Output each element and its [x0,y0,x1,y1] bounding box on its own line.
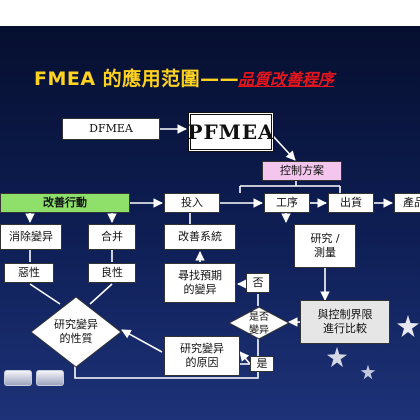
product-box: 產品 [394,193,420,213]
yes-label-box: 是 [250,356,274,372]
line-malignant-nature [29,283,61,305]
process-box: 工序 [264,193,310,213]
is-variation-diamond [228,306,290,340]
find-expected-box: 尋找預期 的變异 [164,263,236,303]
study-cause-box: 研究變异 的原因 [164,336,240,376]
slide-title: FMEA 的應用范圍—— 品質改善程序 [0,64,420,94]
eliminate-variation-box: 消除變异 [0,224,62,250]
star-icon [326,346,348,368]
arrow-cause-nature [121,329,163,353]
benign-box: 良性 [88,263,136,283]
nav-button-next[interactable] [36,370,64,386]
arrow-yes-cause [239,351,251,365]
dfmea-box: DFMEA [62,118,160,140]
study-measure-box: 研究 / 測量 [294,224,356,268]
star-icon [397,315,419,337]
title-sub: 品質改善程序 [238,70,335,89]
improve-action-box: 改善行動 [0,193,130,213]
improve-system-box: 改善系統 [164,224,236,250]
merge-box: 合并 [88,224,136,250]
malignant-box: 惡性 [4,263,54,283]
star-icon [360,364,376,380]
is-variation-label: 是否 變异 [249,312,269,336]
title-main: FMEA 的應用范圍—— [34,68,240,90]
pfmea-box: PFMEA [187,112,274,152]
arrow-pfmea-control [272,135,296,161]
control-plan-box: 控制方案 [262,161,342,181]
study-nature-label: 研究變异 的性質 [54,317,98,345]
top-band [0,0,420,26]
input-box: 投入 [164,193,220,213]
shipment-box: 出貨 [328,193,374,213]
compare-limits-box: 與控制界限 進行比較 [300,300,390,344]
nav-button-previous[interactable] [4,370,32,386]
study-nature-diamond [30,296,122,368]
line-benign-nature [89,283,113,305]
no-label-box: 否 [246,273,270,293]
